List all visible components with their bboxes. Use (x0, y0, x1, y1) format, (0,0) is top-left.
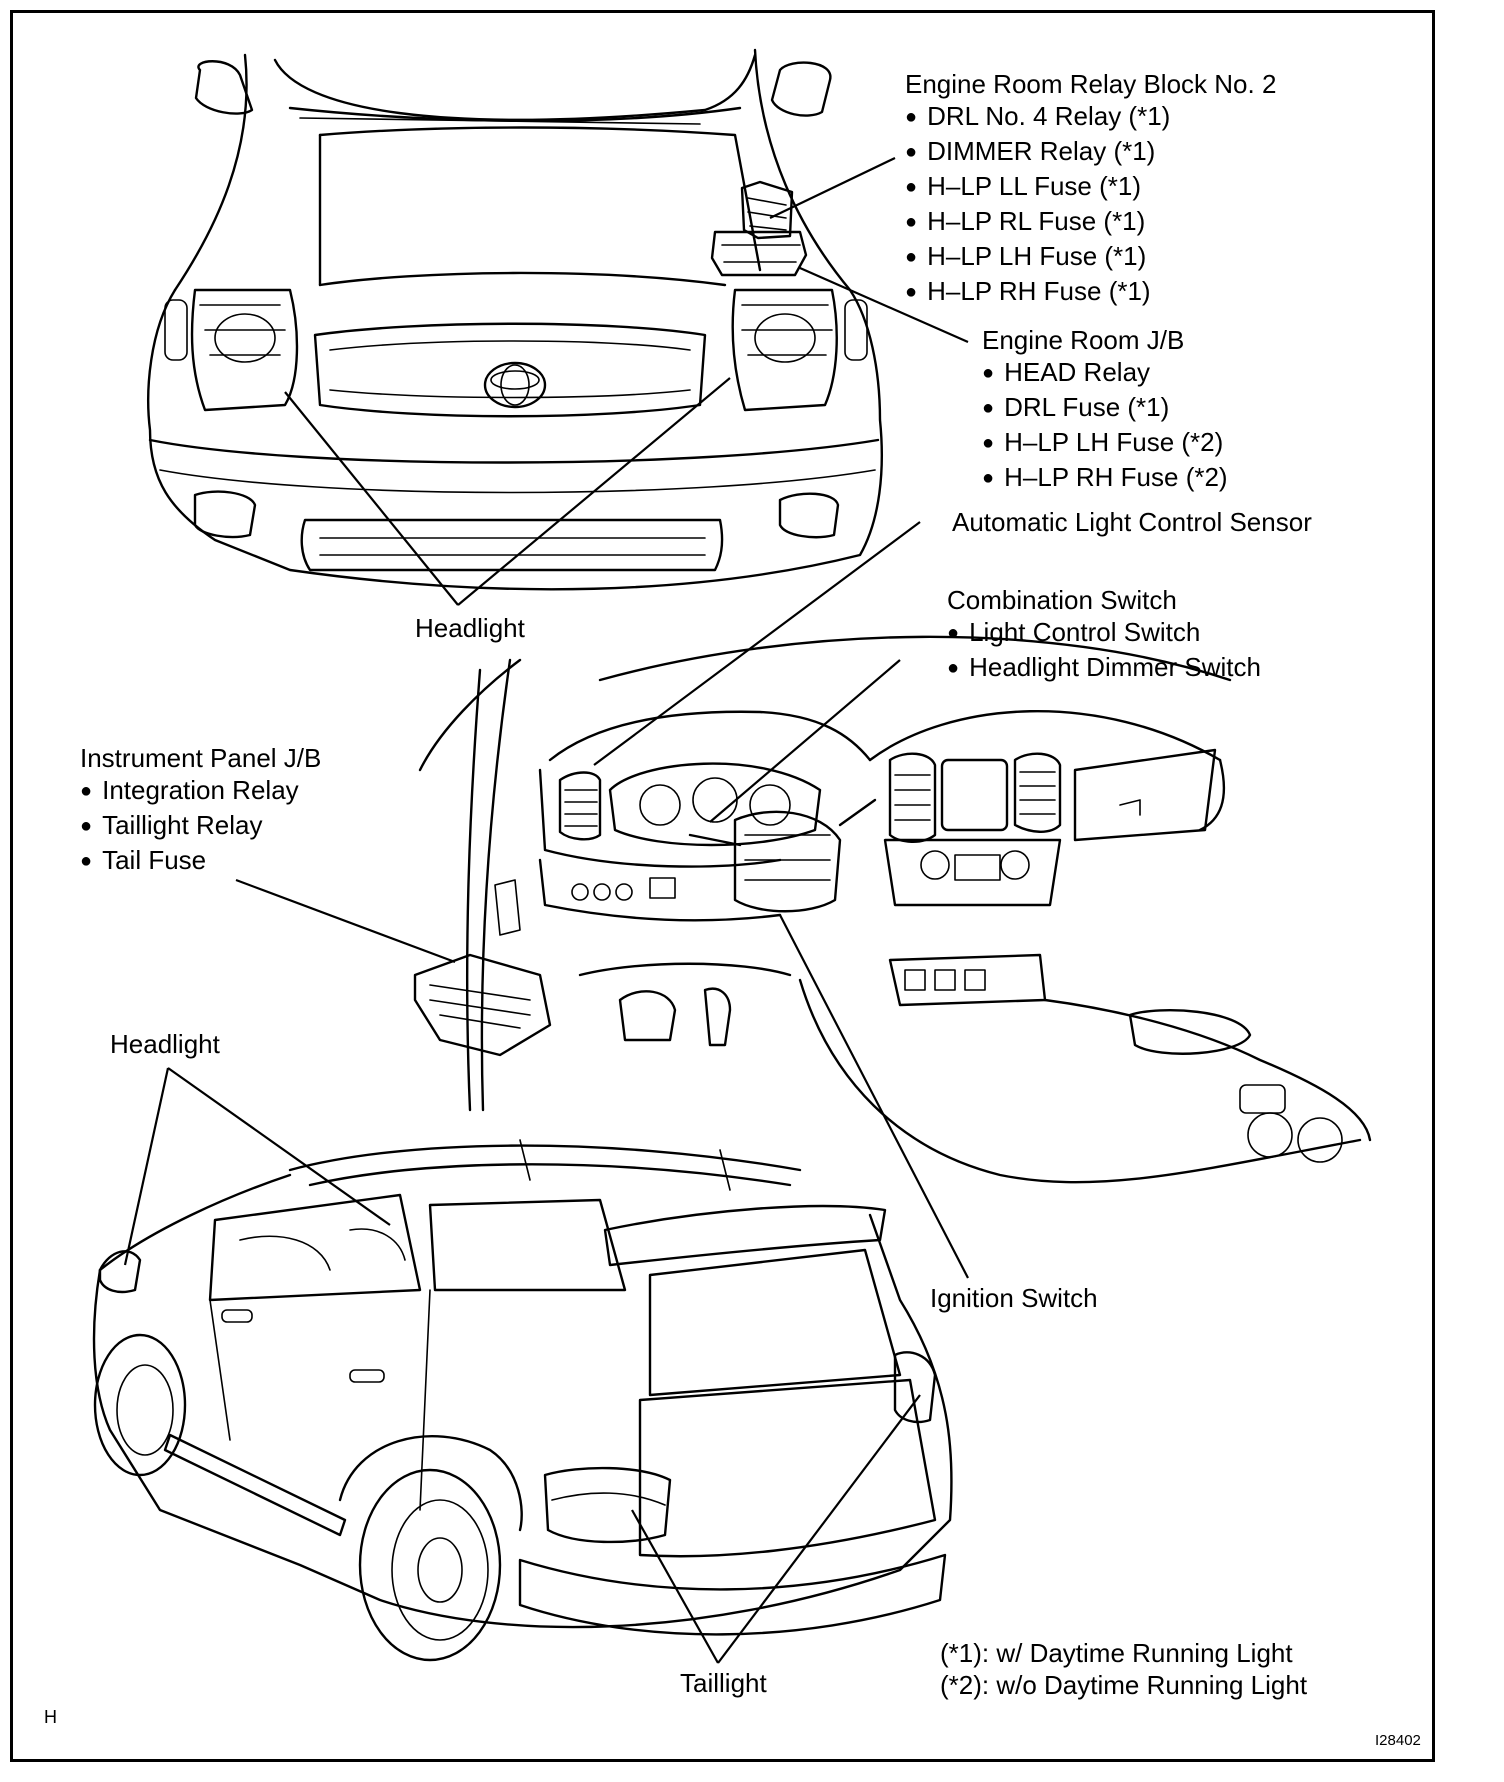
figure-id: I28402 (1375, 1732, 1421, 1749)
list-item: H–LP LH Fuse (*2) (982, 426, 1228, 461)
front-vehicle-drawing (147, 48, 883, 591)
engine-room-jb-title: Engine Room J/B (982, 325, 1185, 355)
headlight-front-label: Headlight (415, 613, 525, 643)
list-item: HEAD Relay (982, 356, 1228, 391)
automatic-light-control-sensor-label: Automatic Light Control Sensor (952, 507, 1312, 537)
list-item: Headlight Dimmer Switch (947, 651, 1261, 686)
combination-switch-title: Combination Switch (947, 585, 1177, 615)
list-item: DRL No. 4 Relay (*1) (905, 100, 1276, 135)
diagram-frame (10, 10, 1435, 1762)
list-item: H–LP RL Fuse (*1) (905, 205, 1276, 240)
corner-code-left: H (44, 1707, 57, 1727)
list-item: H–LP RH Fuse (*2) (982, 461, 1228, 496)
engine-room-relay-block-2-label: Engine Room Relay Block No. 2 DRL No. 4 … (905, 68, 1276, 310)
list-item: H–LP RH Fuse (*1) (905, 275, 1276, 310)
leader-lines (123, 157, 969, 1664)
list-item: DIMMER Relay (*1) (905, 135, 1276, 170)
engine-room-jb-items: HEAD Relay DRL Fuse (*1) H–LP LH Fuse (*… (982, 356, 1228, 496)
engine-room-jb-label: Engine Room J/B HEAD Relay DRL Fuse (*1)… (982, 324, 1228, 496)
taillight-label: Taillight (680, 1668, 767, 1698)
footnote-2: (*2): w/o Daytime Running Light (940, 1670, 1308, 1700)
rear-vehicle-drawing (92, 1139, 953, 1662)
instrument-panel-jb-items: Integration Relay Taillight Relay Tail F… (80, 774, 321, 879)
ignition-switch-label: Ignition Switch (930, 1283, 1098, 1313)
list-item: H–LP LL Fuse (*1) (905, 170, 1276, 205)
dashboard-drawing (413, 635, 1372, 1184)
footnote-1: (*1): w/ Daytime Running Light (940, 1638, 1293, 1668)
list-item: H–LP LH Fuse (*1) (905, 240, 1276, 275)
instrument-panel-jb-title: Instrument Panel J/B (80, 743, 322, 773)
headlight-rear-label: Headlight (110, 1029, 220, 1059)
list-item: Tail Fuse (80, 844, 321, 879)
list-item: DRL Fuse (*1) (982, 391, 1228, 426)
list-item: Integration Relay (80, 774, 321, 809)
engine-room-relay-block-2-items: DRL No. 4 Relay (*1) DIMMER Relay (*1) H… (905, 100, 1276, 310)
list-item: Light Control Switch (947, 616, 1261, 651)
combination-switch-items: Light Control Switch Headlight Dimmer Sw… (947, 616, 1261, 686)
engine-room-relay-block-2-title: Engine Room Relay Block No. 2 (905, 69, 1277, 99)
instrument-panel-jb-label: Instrument Panel J/B Integration Relay T… (80, 742, 321, 879)
list-item: Taillight Relay (80, 809, 321, 844)
combination-switch-label: Combination Switch Light Control Switch … (947, 584, 1261, 686)
